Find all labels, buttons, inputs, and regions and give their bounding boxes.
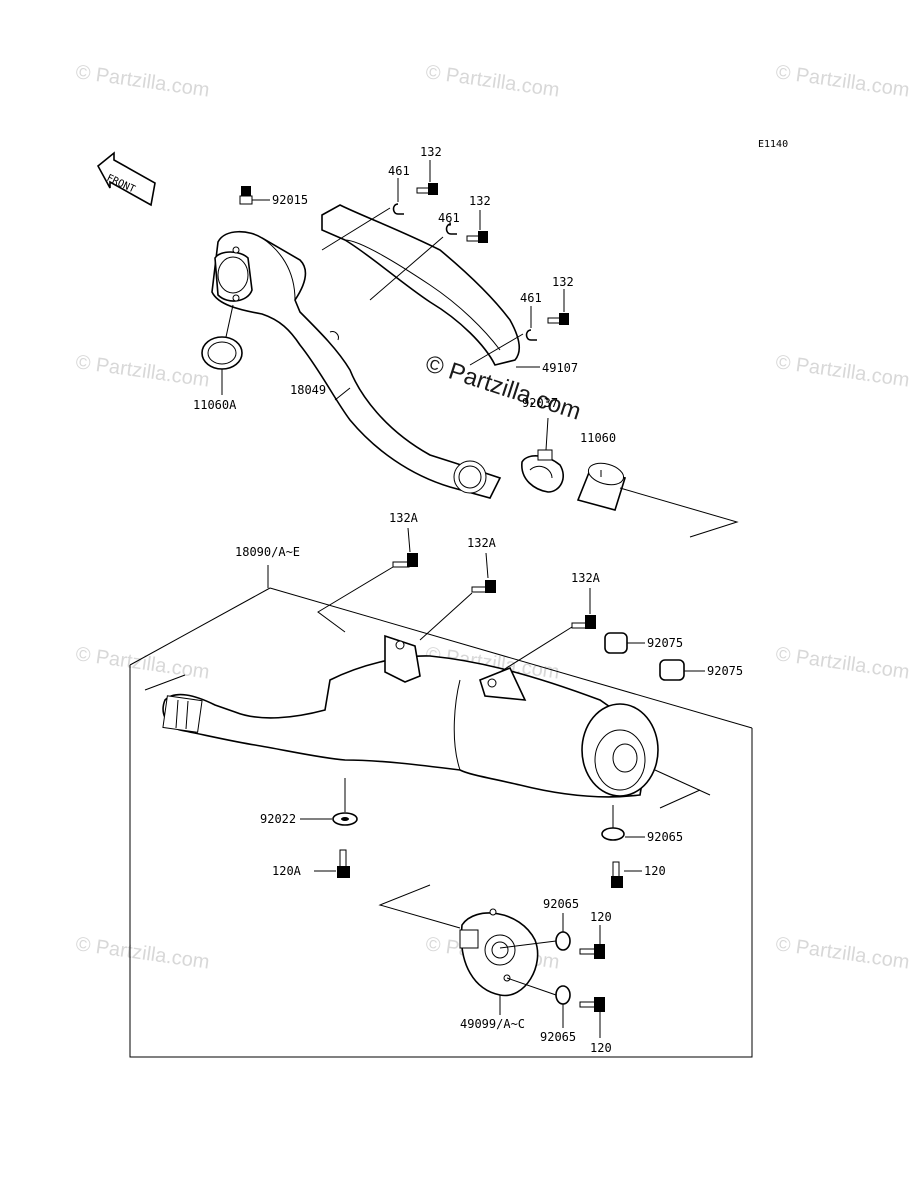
label-92022: 92022 bbox=[260, 812, 296, 826]
clamp-92037 bbox=[521, 449, 564, 493]
watermark-text: © Partzilla.com bbox=[74, 351, 211, 392]
label-11060: 11060 bbox=[580, 431, 616, 445]
front-arrow-icon: FRONT bbox=[96, 151, 156, 207]
mounting-bracket bbox=[384, 634, 527, 701]
gasket-11060A bbox=[201, 336, 243, 370]
bolt-92015 bbox=[239, 186, 253, 205]
label-92075-b: 92075 bbox=[707, 664, 743, 678]
watermark-text: © Partzilla.com bbox=[424, 61, 561, 102]
watermark-text: © Partzilla.com bbox=[74, 933, 211, 974]
bolt-132-b bbox=[466, 231, 488, 243]
label-92065-c: 92065 bbox=[540, 1030, 576, 1044]
bolt-120-a bbox=[611, 861, 623, 888]
bolt-120-b bbox=[579, 944, 605, 959]
bolt-132A-2 bbox=[471, 580, 496, 593]
diagram-code: E1140 bbox=[758, 139, 788, 150]
label-49099: 49099/A~C bbox=[460, 1017, 525, 1031]
watermark-text: © Partzilla.com bbox=[74, 61, 211, 102]
label-92065-a: 92065 bbox=[647, 830, 683, 844]
gasket-11060 bbox=[576, 462, 627, 511]
label-132A-2: 132A bbox=[467, 536, 497, 550]
label-18049: 18049 bbox=[290, 383, 326, 397]
bolt-120-c bbox=[579, 997, 605, 1012]
label-132-a: 132 bbox=[420, 145, 442, 159]
label-92015: 92015 bbox=[272, 193, 308, 207]
assembly-frame bbox=[129, 665, 753, 1058]
bolt-120A bbox=[337, 849, 350, 878]
watermark-text: © Partzilla.com bbox=[774, 933, 911, 974]
washer-92022 bbox=[332, 812, 358, 826]
header-pipe bbox=[211, 230, 502, 499]
washer-92065-b bbox=[555, 931, 571, 951]
label-92065-b: 92065 bbox=[543, 897, 579, 911]
label-461-c: 461 bbox=[520, 291, 542, 305]
end-cap-49099 bbox=[459, 908, 539, 997]
lower-leader-lines bbox=[144, 527, 711, 1038]
watermark-text: © Partzilla.com bbox=[774, 351, 911, 392]
label-461-a: 461 bbox=[388, 164, 410, 178]
watermark-text: © Partzilla.com bbox=[74, 643, 211, 684]
upper-leader-lines bbox=[221, 160, 739, 538]
bolt-132-a bbox=[416, 183, 438, 195]
label-120-c: 120 bbox=[590, 1041, 612, 1055]
label-132A-3: 132A bbox=[571, 571, 601, 585]
watermark-text: © Partzilla.com bbox=[774, 643, 911, 684]
muffler bbox=[162, 655, 659, 798]
grommet-92075-a bbox=[604, 632, 628, 654]
washer-92065-a bbox=[601, 827, 625, 841]
washer-461-c bbox=[525, 329, 537, 341]
washer-461-a bbox=[392, 203, 404, 215]
washer-92065-c bbox=[555, 985, 571, 1005]
washer-461-b bbox=[445, 223, 457, 235]
label-18090: 18090/A~E bbox=[235, 545, 300, 559]
label-461-b: 461 bbox=[438, 211, 460, 225]
part-labels: 92015 461 132 461 132 461 132 49107 9203… bbox=[193, 145, 743, 1055]
label-92037: 92037 bbox=[522, 396, 558, 410]
grommet-92075-b bbox=[659, 659, 685, 681]
label-132A-1: 132A bbox=[389, 511, 419, 525]
background-watermarks: © Partzilla.com © Partzilla.com © Partzi… bbox=[74, 61, 911, 974]
label-132-b: 132 bbox=[469, 194, 491, 208]
label-92075-a: 92075 bbox=[647, 636, 683, 650]
bolt-132A-3 bbox=[571, 615, 596, 629]
label-120A: 120A bbox=[272, 864, 302, 878]
label-11060A: 11060A bbox=[193, 398, 237, 412]
label-120-b: 120 bbox=[590, 910, 612, 924]
watermark-text: © Partzilla.com bbox=[774, 61, 911, 102]
bolt-132-c bbox=[547, 313, 569, 325]
bolt-132A-1 bbox=[392, 553, 418, 568]
label-120-a: 120 bbox=[644, 864, 666, 878]
label-49107: 49107 bbox=[542, 361, 578, 375]
label-132-c: 132 bbox=[552, 275, 574, 289]
heat-guard bbox=[321, 204, 520, 366]
